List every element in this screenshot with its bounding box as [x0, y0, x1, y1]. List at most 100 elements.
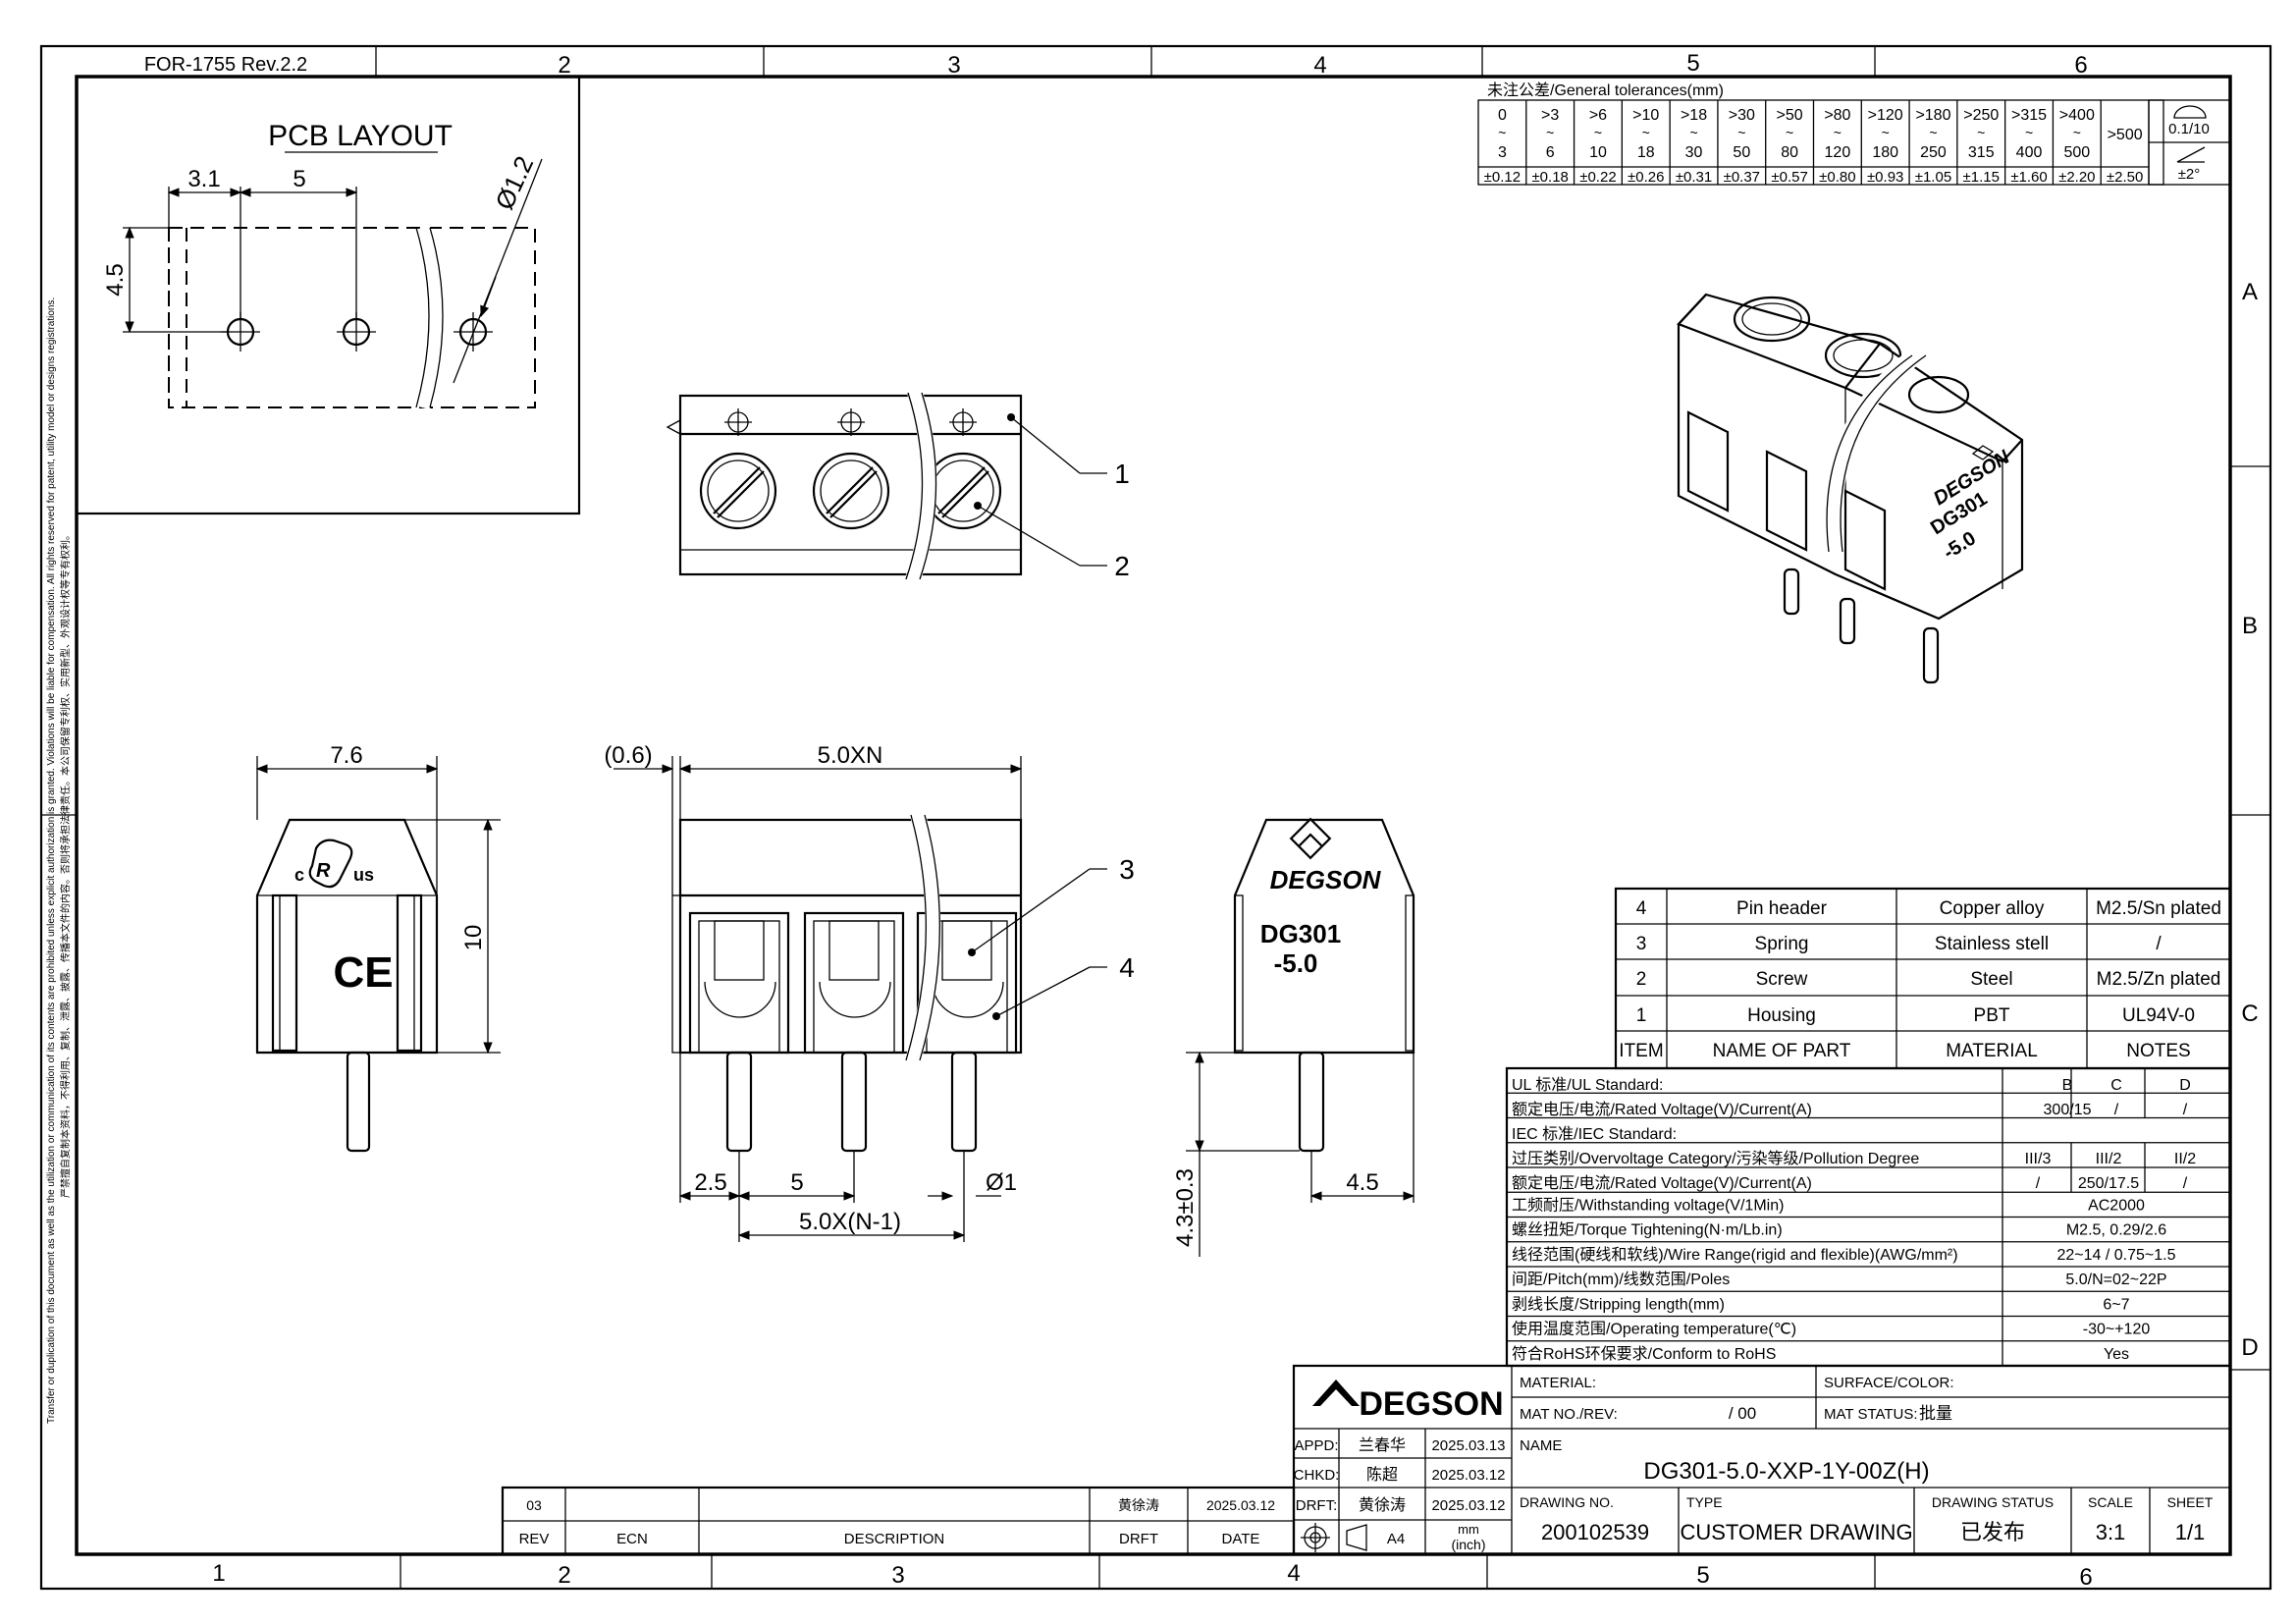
- zone-top-5: 5: [1686, 50, 1699, 77]
- ul-rated-d: /: [2183, 1102, 2188, 1118]
- tolerance-from: >120: [1868, 107, 1903, 124]
- sheet-value: 1/1: [2175, 1520, 2206, 1544]
- tolerance-value: ±0.93: [1867, 169, 1903, 186]
- bom-item: 4: [1636, 898, 1647, 919]
- angle-icon: [2176, 146, 2206, 163]
- tolerance-column: >315~400±1.60: [2010, 107, 2047, 186]
- bom-header: MATERIAL: [1946, 1041, 2038, 1061]
- scale-label: SCALE: [2088, 1494, 2133, 1510]
- degson-logo-icon: [1289, 817, 1332, 860]
- spec-value: AC2000: [2088, 1197, 2145, 1214]
- rev-header-rev: REV: [519, 1531, 550, 1547]
- spec-row: 剥线长度/Stripping length(mm)6~7: [1512, 1295, 2130, 1313]
- dim-span: 5.0X(N-1): [799, 1209, 901, 1235]
- drft-name: 黄徐涛: [1359, 1496, 1406, 1514]
- zone-bottom-6: 6: [2079, 1564, 2092, 1591]
- dim-side-offset: 4.5: [1346, 1169, 1378, 1196]
- zone-bottom-5: 5: [1696, 1562, 1709, 1589]
- tolerance-value: ±1.05: [1915, 169, 1951, 186]
- tolerance-tilde: ~: [1642, 125, 1650, 140]
- dim-overall: 5.0XN: [818, 742, 883, 769]
- zone-bottom-4: 4: [1287, 1560, 1300, 1587]
- type-value: CUSTOMER DRAWING: [1680, 1520, 1912, 1544]
- tolerance-from: >180: [1915, 107, 1950, 124]
- zone-labels: FOR-1755 Rev.2.2 2 3 4 5 6 1 2 3 4 5 6 A…: [144, 50, 2259, 1591]
- name-label: NAME: [1520, 1437, 1562, 1454]
- tolerance-value: ±1.15: [1963, 169, 2000, 186]
- part-name: DG301-5.0-XXP-1Y-00Z(H): [1643, 1458, 1929, 1485]
- form-code: FOR-1755 Rev.2.2: [144, 54, 307, 76]
- tolerance-to: 400: [2016, 144, 2043, 161]
- tolerance-from: >500: [2108, 127, 2143, 143]
- tolerance-value: ±2.50: [2107, 169, 2143, 186]
- zone-right-B: B: [2242, 613, 2258, 639]
- bom-name: Pin header: [1736, 898, 1828, 919]
- tolerance-from: 0: [1498, 107, 1507, 124]
- tolerance-to: 18: [1637, 144, 1655, 161]
- bom-header-row: ITEM NAME OF PART MATERIAL NOTES: [1619, 1041, 2190, 1061]
- mat-status-label: MAT STATUS:: [1824, 1406, 1918, 1423]
- callout-1: 1: [1114, 459, 1130, 489]
- spec-label: 间距/Pitch(mm)/线数范围/Poles: [1512, 1271, 1730, 1288]
- ul-mark-icon: c R us: [294, 839, 374, 889]
- tolerance-angle: ±2°: [2178, 166, 2201, 183]
- tolerance-to: 30: [1685, 144, 1703, 161]
- flatness-icon: [2173, 105, 2207, 119]
- pcb-dim-edge: 3.1: [187, 166, 220, 192]
- rev-header-drft: DRFT: [1119, 1531, 1158, 1547]
- bom-material: Stainless stell: [1935, 934, 2049, 954]
- tolerance-tilde: ~: [1594, 125, 1602, 140]
- callout-2: 2: [1114, 551, 1130, 581]
- tolerance-to: 10: [1589, 144, 1607, 161]
- unit-mm: mm: [1458, 1522, 1479, 1537]
- tolerance-value: ±0.31: [1676, 169, 1712, 186]
- tolerance-to: 500: [2063, 144, 2090, 161]
- tolerance-from: >10: [1632, 107, 1659, 124]
- tolerance-column: >120~180±0.93: [1867, 107, 1903, 186]
- bom-notes: M2.5/Zn plated: [2097, 969, 2221, 990]
- bom-notes: M2.5/Sn plated: [2096, 898, 2221, 919]
- spec-row: 使用温度范围/Operating temperature(℃) -30~+120: [1512, 1321, 2150, 1338]
- tolerance-tilde: ~: [1737, 125, 1745, 140]
- tolerance-value: ±0.26: [1628, 169, 1664, 186]
- dim-height: 10: [460, 925, 487, 951]
- tolerance-tilde: ~: [2025, 125, 2033, 140]
- ul-col-b: B: [2062, 1077, 2073, 1094]
- drawing-no: 200102539: [1541, 1520, 1649, 1544]
- drawing-status-value: 已发布: [1960, 1520, 2025, 1544]
- side-notice-cn: 严禁擅自复制本资料，不得利用、复制、泄露、披露、传播本文件的内容。否则将承担法律…: [59, 530, 72, 1198]
- dim-edge: 2.5: [694, 1169, 726, 1196]
- spec-value: 22~14 / 0.75~1.5: [2057, 1247, 2176, 1264]
- tolerance-tilde: ~: [1546, 125, 1554, 140]
- zone-bottom-3: 3: [891, 1562, 904, 1589]
- chkd-label: CHKD:: [1294, 1467, 1340, 1484]
- spec-value: Yes: [2104, 1346, 2129, 1363]
- spec-row: 工频耐压/Withstanding voltage(V/1Min) AC2000: [1512, 1196, 2145, 1214]
- zone-right-A: A: [2242, 279, 2258, 305]
- svg-text:c: c: [294, 865, 304, 885]
- zone-bottom-2: 2: [558, 1562, 570, 1589]
- top-pin-marker: [724, 408, 752, 436]
- left-side-view: c R us CE 7.6 10: [255, 742, 501, 1153]
- overvoltage-label: 过压类别/Overvoltage Category/污染等级/Pollution…: [1512, 1150, 1919, 1167]
- bom-item: 3: [1636, 934, 1647, 954]
- title-logo: DEGSON: [1359, 1385, 1503, 1423]
- tolerance-from: >3: [1541, 107, 1559, 124]
- tolerance-column: >30~50±0.37: [1724, 107, 1760, 186]
- brand-label: DEGSON: [1270, 865, 1382, 894]
- spec-label: 工频耐压/Withstanding voltage(V/1Min): [1512, 1196, 1784, 1214]
- drft-label: DRFT:: [1296, 1497, 1338, 1514]
- tolerance-value: ±1.60: [2010, 169, 2047, 186]
- tolerance-value: ±0.18: [1531, 169, 1568, 186]
- overvoltage-b: III/3: [2025, 1151, 2052, 1167]
- title-block: DEGSON MATERIAL: SURFACE/COLOR: MAT NO./…: [1292, 1364, 2232, 1556]
- tolerance-tilde: ~: [1977, 125, 1985, 140]
- spec-label: 使用温度范围/Operating temperature(℃): [1512, 1321, 1796, 1338]
- scale-value: 3:1: [2096, 1520, 2126, 1544]
- paper-size: A4: [1387, 1531, 1405, 1547]
- bom-row: 3 Spring Stainless stell /: [1636, 934, 2163, 954]
- tolerance-table: 未注公差/General tolerances(mm) 0.1/10 ±2° 0…: [1477, 81, 2231, 186]
- tolerance-tilde: ~: [2073, 125, 2081, 140]
- spec-value: -30~+120: [2083, 1322, 2151, 1338]
- spec-table: UL 标准/UL Standard: B C D 额定电压/电流/Rated V…: [1505, 1066, 2232, 1368]
